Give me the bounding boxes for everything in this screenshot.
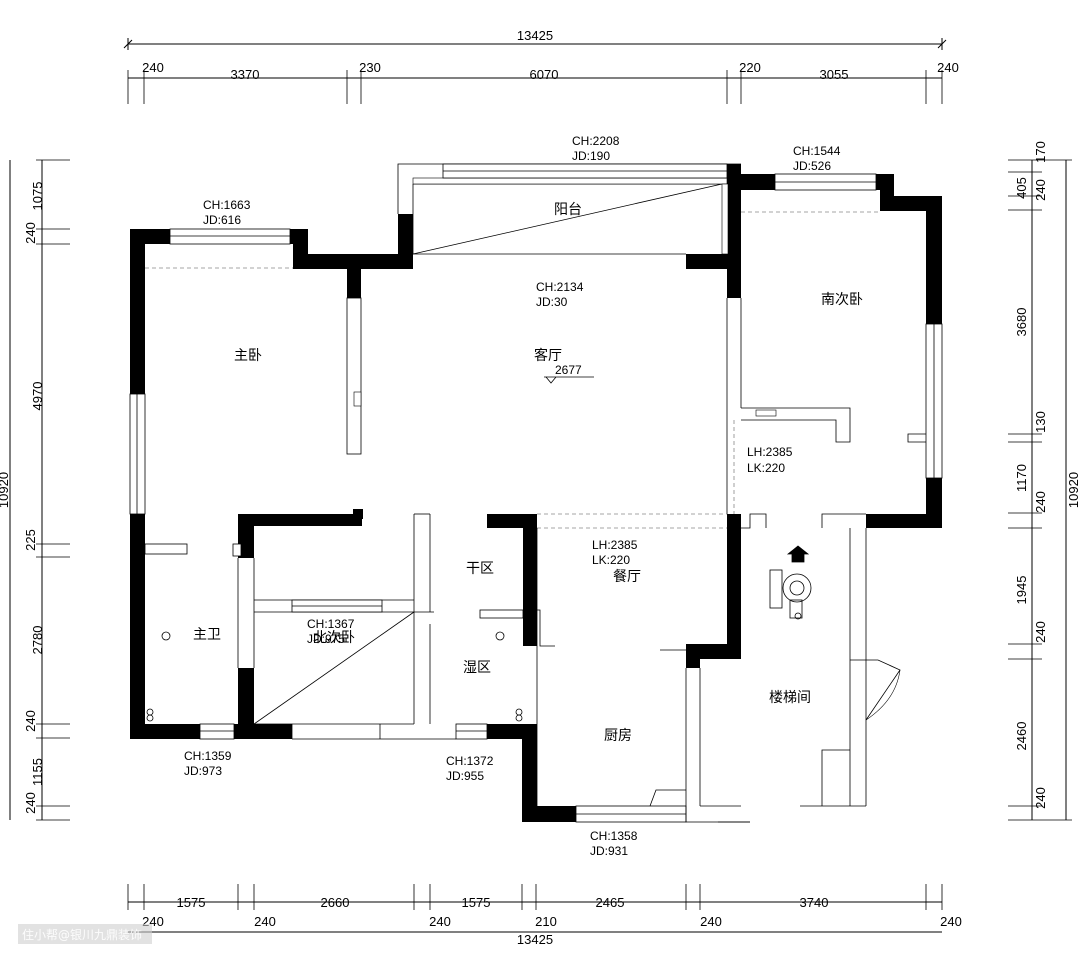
left-dim-6: 240 bbox=[23, 710, 38, 732]
left-dimension-chain: 1075 240 4970 225 2780 240 1155 240 1092… bbox=[0, 159, 70, 821]
top-dim-4: 6070 bbox=[530, 67, 559, 82]
right-dim-9: 240 bbox=[1033, 621, 1048, 643]
bottom-wall-4: 210 bbox=[535, 914, 557, 929]
room-label-stairwell: 楼梯间 bbox=[769, 690, 811, 706]
wet-window-sill: JD:955 bbox=[446, 769, 484, 783]
room-label-wet-zone: 湿区 bbox=[463, 660, 491, 676]
room-label-kitchen: 厨房 bbox=[604, 728, 632, 744]
top-dim-7: 240 bbox=[937, 60, 959, 75]
partitions bbox=[129, 163, 943, 823]
south-window-sill: JD:526 bbox=[793, 159, 831, 173]
right-dim-8: 1945 bbox=[1014, 576, 1029, 605]
bottom-dim-2: 2660 bbox=[321, 895, 350, 910]
top-dim-2: 3370 bbox=[231, 67, 260, 82]
bottom-dim-1: 1575 bbox=[177, 895, 206, 910]
right-dim-5: 130 bbox=[1033, 411, 1048, 433]
walls bbox=[130, 164, 942, 822]
left-dim-3: 4970 bbox=[30, 382, 45, 411]
right-dim-6: 1170 bbox=[1014, 464, 1029, 492]
master-window-sill: JD:616 bbox=[203, 213, 241, 227]
fixtures bbox=[146, 545, 812, 722]
bath-window-sill: JD:973 bbox=[184, 764, 222, 778]
left-dim-5: 2780 bbox=[30, 626, 45, 655]
room-label-master-bath: 主卫 bbox=[193, 627, 221, 643]
living-door-sill: JD:30 bbox=[536, 295, 568, 309]
right-dim-11: 240 bbox=[1033, 787, 1048, 809]
top-dim-5: 220 bbox=[739, 60, 761, 75]
north-window-height: CH:1367 bbox=[307, 617, 355, 631]
wet-window-height: CH:1372 bbox=[446, 754, 494, 768]
left-dim-7: 1155 bbox=[30, 758, 45, 786]
balcony-window-sill: JD:190 bbox=[572, 149, 610, 163]
top-dim-6: 3055 bbox=[820, 67, 849, 82]
bottom-wall-3: 240 bbox=[429, 914, 451, 929]
right-dim-4: 3680 bbox=[1014, 308, 1029, 337]
room-label-south-bedroom: 南次卧 bbox=[821, 292, 863, 308]
room-label-master-bedroom: 主卧 bbox=[234, 348, 262, 364]
living-level-marker: 2677 bbox=[544, 363, 594, 384]
opening-1-height: LH:2385 bbox=[747, 445, 793, 459]
right-total-dimension: 10920 bbox=[1066, 472, 1080, 508]
room-label-living: 客厅 bbox=[534, 347, 562, 364]
right-dim-7: 240 bbox=[1033, 491, 1048, 513]
left-dim-4: 225 bbox=[23, 529, 38, 551]
living-ceiling-level: 2677 bbox=[555, 363, 582, 377]
master-window-height: CH:1663 bbox=[203, 198, 251, 212]
opening-2-height: LH:2385 bbox=[592, 538, 638, 552]
watermark-backdrop bbox=[18, 924, 152, 944]
kitchen-window-sill: JD:931 bbox=[590, 844, 628, 858]
right-dim-1: 170 bbox=[1033, 141, 1048, 163]
north-window-sill: JD:975 bbox=[307, 632, 345, 646]
bath-window-height: CH:1359 bbox=[184, 749, 232, 763]
top-dimension-chain: 13425 240 3370 230 6070 220 3055 240 bbox=[123, 28, 959, 104]
opening-2-width: LK:220 bbox=[592, 553, 630, 567]
top-dim-1: 240 bbox=[142, 60, 164, 75]
top-dim-3: 230 bbox=[359, 60, 381, 75]
bottom-wall-6: 240 bbox=[940, 914, 962, 929]
left-dim-1: 1075 bbox=[30, 182, 45, 211]
room-label-dry-zone: 干区 bbox=[466, 561, 494, 577]
balcony-window-height: CH:2208 bbox=[572, 134, 620, 148]
right-dim-2: 405 bbox=[1014, 177, 1029, 199]
opening-1-width: LK:220 bbox=[747, 461, 785, 475]
room-label-north-bedroom: 北次卧 bbox=[313, 630, 355, 646]
living-door-height: CH:2134 bbox=[536, 280, 584, 294]
bottom-dim-3: 1575 bbox=[462, 895, 491, 910]
kitchen-window-height: CH:1358 bbox=[590, 829, 638, 843]
right-dim-10: 2460 bbox=[1014, 722, 1029, 751]
left-dim-2: 240 bbox=[23, 222, 38, 244]
top-total-dimension: 13425 bbox=[517, 28, 553, 43]
room-label-balcony: 阳台 bbox=[554, 202, 582, 218]
right-dim-3: 240 bbox=[1033, 179, 1048, 201]
right-dimension-chain: 170 405 240 3680 130 1170 240 1945 240 2… bbox=[1008, 141, 1080, 821]
south-window-height: CH:1544 bbox=[793, 144, 841, 158]
bottom-wall-5: 240 bbox=[700, 914, 722, 929]
watermark: 住小帮@银川九鼎装饰 bbox=[22, 928, 142, 942]
room-label-dining: 餐厅 bbox=[613, 569, 641, 585]
bottom-dimension-chain: 1575 2660 1575 2465 3740 240 240 240 210… bbox=[127, 884, 962, 947]
left-dim-8: 240 bbox=[23, 792, 38, 814]
bottom-total-dimension: 13425 bbox=[517, 932, 553, 947]
bottom-dim-4: 2465 bbox=[596, 895, 625, 910]
bottom-dim-5: 3740 bbox=[800, 895, 829, 910]
left-total-dimension: 10920 bbox=[0, 472, 11, 508]
bottom-wall-2: 240 bbox=[254, 914, 276, 929]
